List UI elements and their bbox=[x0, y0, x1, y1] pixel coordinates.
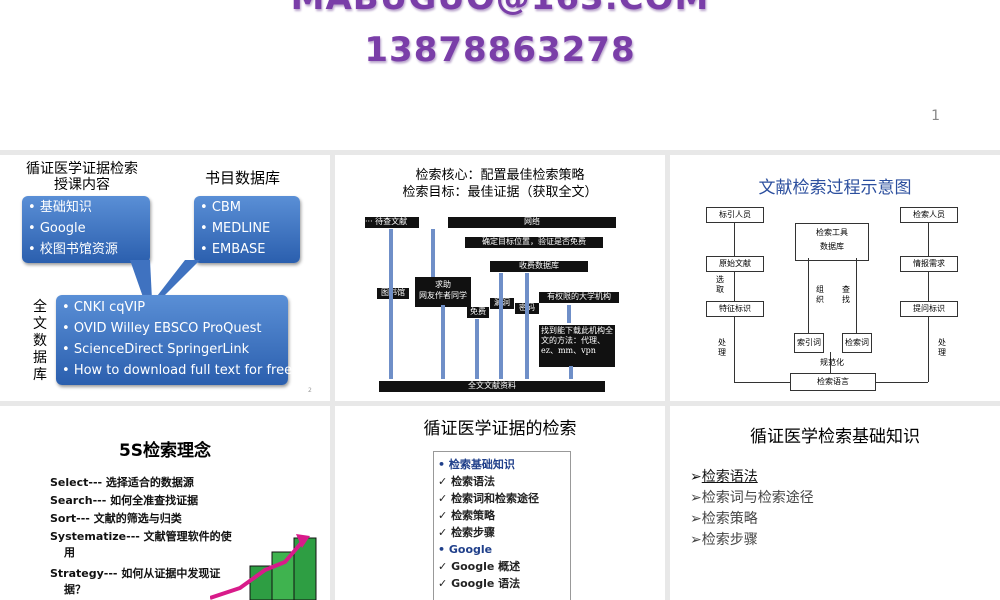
search-language-box: 检索语言 bbox=[790, 373, 876, 391]
list-item: ➢检索语法 bbox=[690, 469, 758, 485]
concept-row: Systematize--- 文献管理软件的使 bbox=[50, 530, 232, 543]
flow-arrow bbox=[525, 273, 529, 379]
topic-list: ➢检索语法 ➢检索词与检索途径 ➢检索策略 ➢检索步骤 bbox=[690, 467, 814, 551]
list-item: ➢检索词与检索途径 bbox=[690, 490, 814, 506]
list-item: • Google bbox=[438, 543, 493, 556]
library-box: 图书馆 bbox=[377, 288, 409, 299]
normalize-label: 规范化 bbox=[820, 358, 844, 367]
organize-label: 组织 bbox=[816, 285, 824, 304]
select-label: 选取 bbox=[716, 275, 724, 294]
list-item: • 校图书馆资源 bbox=[28, 242, 118, 257]
list-item: ✓ 检索步骤 bbox=[438, 526, 496, 539]
slide-thumbnail-1[interactable]: 循证医学证据检索 授课内容 书目数据库 • 基础知识 • Google • 校图… bbox=[0, 155, 330, 401]
bibliographic-db-box: • CBM • MEDLINE • EMBASE bbox=[194, 196, 300, 263]
list-item: ➢检索步骤 bbox=[690, 532, 758, 548]
contact-email: MABUGUO@163.COM bbox=[0, 0, 1000, 18]
concept-row: Sort--- 文献的筛选与归类 bbox=[50, 512, 182, 525]
flow-arrow bbox=[569, 366, 573, 379]
list-item: ✓ Google 语法 bbox=[438, 577, 521, 590]
network-box: 网络 bbox=[448, 217, 616, 228]
growth-chart-icon bbox=[210, 534, 317, 600]
concept-row: 据？ bbox=[64, 583, 86, 596]
list-item: • OVID Willey EBSCO ProQuest bbox=[62, 321, 262, 336]
list-item: • EMBASE bbox=[200, 242, 266, 257]
slide-thumbnail-4[interactable]: 5S检索理念 Select--- 选择适合的数据源 Search--- 如何全准… bbox=[0, 406, 330, 600]
indexer-box: 标引人员 bbox=[706, 207, 764, 223]
concept-row: 用 bbox=[64, 546, 75, 559]
flow-arrow bbox=[567, 305, 571, 323]
list-item: ✓ 检索策略 bbox=[438, 509, 496, 522]
list-item: ✓ 检索语法 bbox=[438, 475, 496, 488]
slide2-title-line1: 检索核心：配置最佳检索策略 bbox=[415, 168, 585, 183]
slide1-footnote: 2 bbox=[308, 387, 312, 394]
concept-row: Search--- 如何全准查找证据 bbox=[50, 494, 199, 507]
slide4-title: 5S检索理念 bbox=[118, 441, 212, 461]
slide3-title: 文献检索过程示意图 bbox=[758, 178, 912, 198]
flow-arrow bbox=[499, 273, 503, 379]
search-term-box: 检索词 bbox=[842, 333, 872, 353]
list-item: • MEDLINE bbox=[200, 221, 271, 236]
help-box: 求助网友作者同学 bbox=[415, 277, 471, 307]
list-item: • 基础知识 bbox=[28, 200, 92, 215]
list-item: • ScienceDirect SpringerLink bbox=[62, 342, 250, 357]
list-item: ➢检索策略 bbox=[690, 511, 758, 527]
info-need-box: 情报需求 bbox=[900, 256, 958, 272]
list-item: • CNKI cqVIP bbox=[62, 300, 146, 315]
pending-docs-box: ··· 待查文献 bbox=[365, 217, 419, 228]
methods-box: 找到能下载此机构全文的方法：代理、ez、mm、vpn bbox=[539, 325, 615, 367]
concept-row: Select--- 选择适合的数据源 bbox=[50, 476, 194, 489]
original-doc-box: 原始文献 bbox=[706, 256, 764, 272]
fulltext-result-box: 全文文献资料 bbox=[379, 381, 605, 392]
concept-row: Strategy--- 如何从证据中发现证 bbox=[50, 567, 221, 580]
slide6-title: 循证医学检索基础知识 bbox=[750, 427, 920, 447]
list-item: ✓ 检索词和检索途径 bbox=[438, 492, 540, 505]
fulltext-db-label: 全文 数据 库 bbox=[33, 299, 47, 383]
slide-thumbnail-6[interactable]: 循证医学检索基础知识 ➢检索语法 ➢检索词与检索途径 ➢检索策略 ➢检索步骤 bbox=[670, 406, 1000, 600]
contact-phone: 13878863278 bbox=[364, 30, 636, 70]
fulltext-db-box: • CNKI cqVIP • OVID Willey EBSCO ProQues… bbox=[56, 295, 299, 385]
searcher-box: 检索人员 bbox=[900, 207, 958, 223]
list-item: • Google bbox=[28, 221, 86, 236]
title-slide[interactable]: MABUGUO@163.COM 13878863278 1 bbox=[0, 0, 1000, 150]
connector-arrows bbox=[130, 260, 200, 300]
search-tool-box: 检索工具数据库 bbox=[795, 223, 869, 261]
basics-box: • 基础知识 • Google • 校图书馆资源 bbox=[22, 196, 150, 263]
verify-box: 确定目标位置，验证是否免费 bbox=[465, 237, 603, 248]
slide1-right-title: 书目数据库 bbox=[205, 169, 281, 187]
query-id-box: 提问标识 bbox=[900, 301, 958, 317]
paid-db-box: 收费数据库 bbox=[490, 261, 588, 272]
slide-thumbnail-3[interactable]: 文献检索过程示意图 标引人员 检索人员 检索工具数据库 原始文献 情报需求 特征… bbox=[670, 155, 1000, 401]
index-term-box: 索引词 bbox=[794, 333, 824, 353]
list-item: • How to download full text for free? bbox=[62, 363, 299, 378]
slide2-title-line2: 检索目标：最佳证据（获取全文） bbox=[402, 185, 598, 200]
feature-id-box: 特征标识 bbox=[706, 301, 764, 317]
process-left-label: 处理 bbox=[718, 338, 726, 357]
institution-box: 有权限的大学机构 bbox=[539, 292, 619, 303]
flow-arrow bbox=[441, 305, 445, 379]
slide-thumbnail-2[interactable]: 检索核心：配置最佳检索策略 检索目标：最佳证据（获取全文） ··· 待查文献 网… bbox=[335, 155, 665, 401]
topic-list: • 检索基础知识 ✓ 检索语法 ✓ 检索词和检索途径 ✓ 检索策略 ✓ 检索步骤… bbox=[433, 451, 571, 600]
flow-arrow bbox=[389, 229, 393, 379]
slide-thumbnail-5[interactable]: 循证医学证据的检索 • 检索基础知识 ✓ 检索语法 ✓ 检索词和检索途径 ✓ 检… bbox=[335, 406, 665, 600]
flow-arrow bbox=[431, 229, 435, 277]
process-right-label: 处理 bbox=[938, 338, 946, 357]
slide1-title-line1: 循证医学证据检索 bbox=[26, 161, 138, 177]
page-number: 1 bbox=[931, 108, 940, 124]
list-item: • 检索基础知识 bbox=[438, 458, 515, 471]
free-box: 免费 bbox=[467, 307, 489, 318]
slide1-title-line2: 授课内容 bbox=[54, 177, 110, 193]
slide5-title: 循证医学证据的检索 bbox=[423, 419, 577, 439]
list-item: • CBM bbox=[200, 200, 242, 215]
list-item: ✓ Google 概述 bbox=[438, 560, 521, 573]
lookup-label: 查找 bbox=[842, 285, 850, 304]
flow-arrow bbox=[475, 319, 479, 379]
